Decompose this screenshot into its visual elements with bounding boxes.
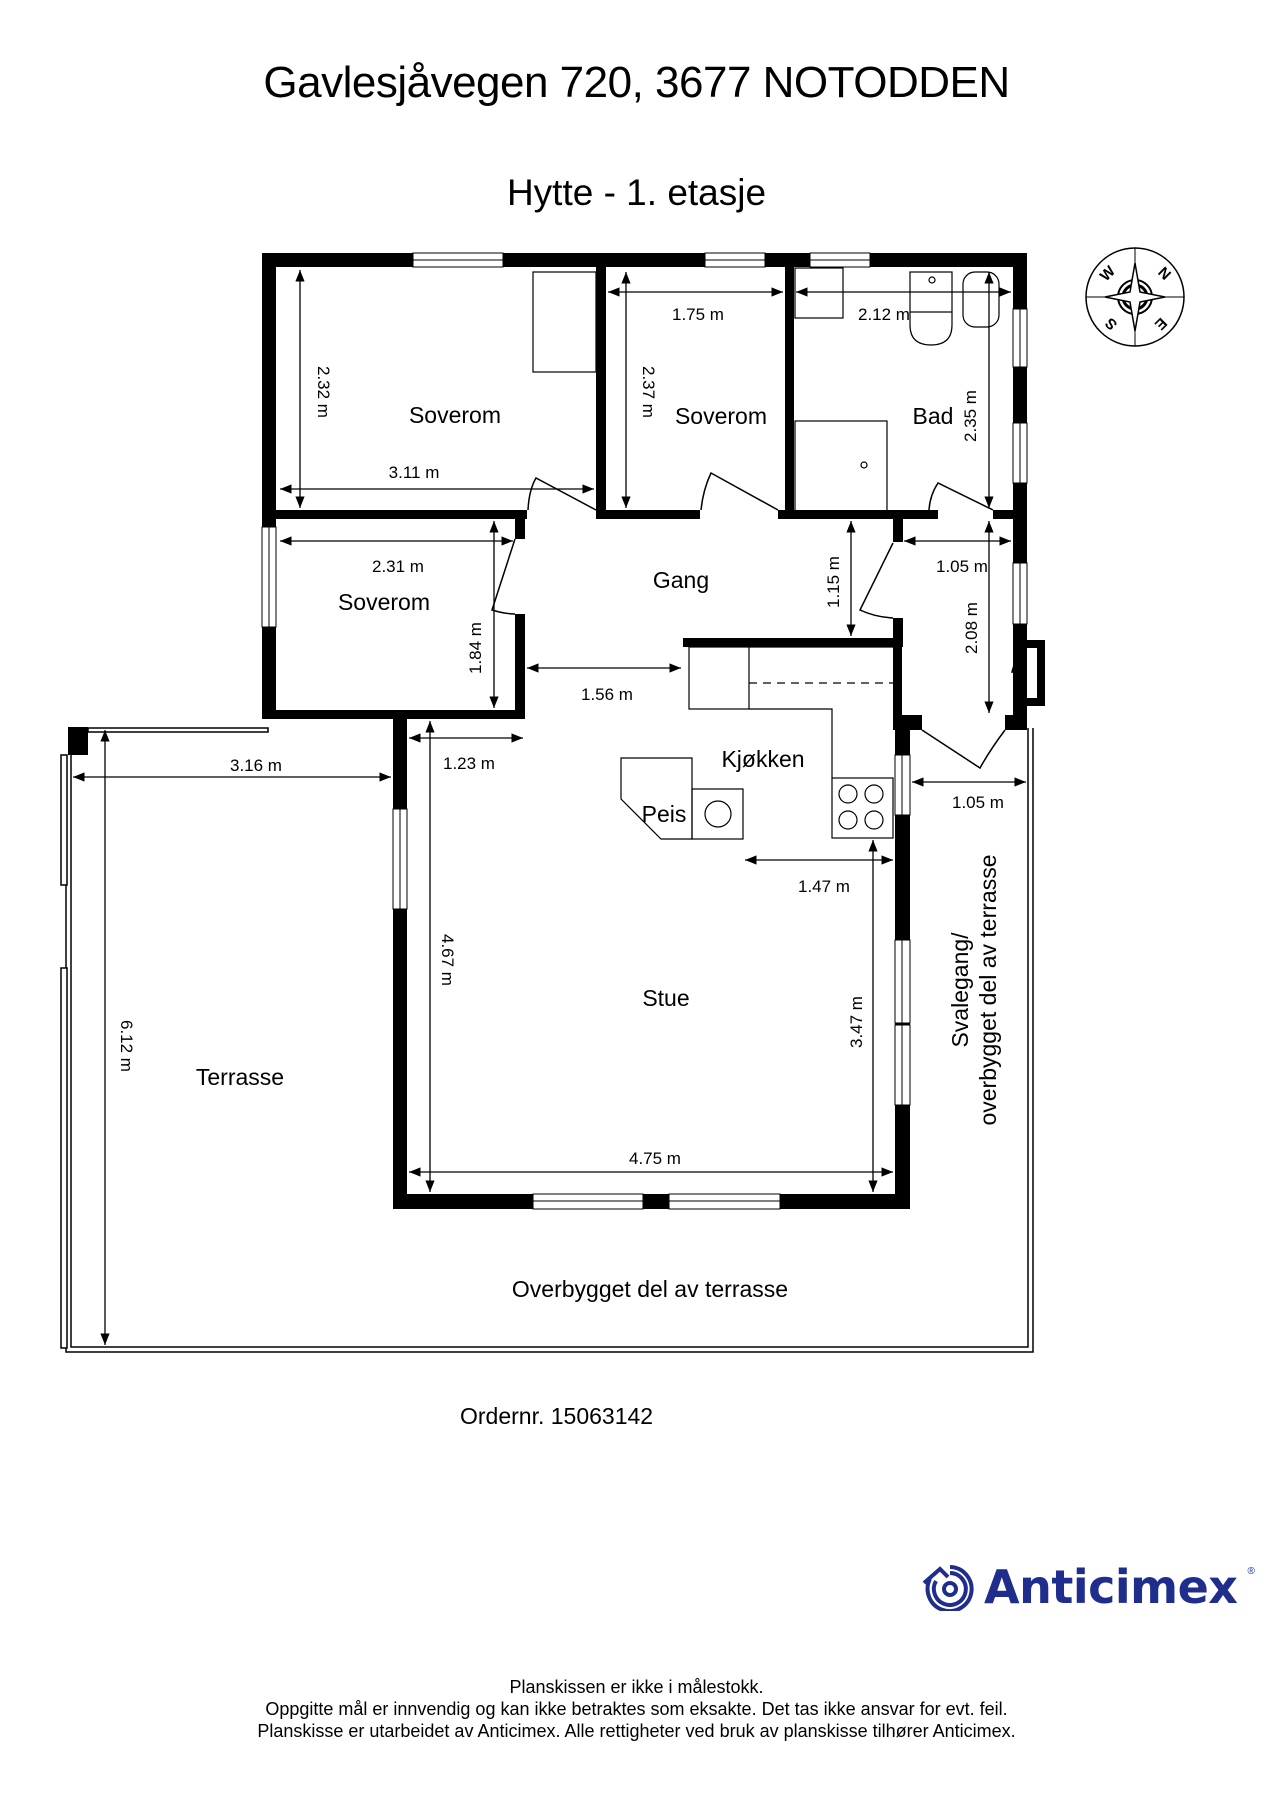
shower xyxy=(794,420,888,512)
disclaimer: Planskissen er ikke i målestokk. Oppgitt… xyxy=(0,1676,1273,1742)
dim-soverom3-depth: 1.84 m xyxy=(466,622,485,674)
dim-soverom1-depth: 2.32 m xyxy=(314,366,333,418)
disclaimer-line-2: Oppgitte mål er innvendig og kan ikke be… xyxy=(265,1699,1008,1719)
shower-corner xyxy=(794,267,844,319)
wardrobe xyxy=(532,271,597,373)
stove xyxy=(831,777,894,839)
room-label-svalegang-1: Svalegang/ xyxy=(947,932,973,1048)
property-address: Gavlesjåvegen 720, 3677 NOTODDEN xyxy=(263,58,1010,107)
disclaimer-line-3: Planskisse er utarbeidet av Anticimex. A… xyxy=(257,1721,1016,1741)
room-label-bad: Bad xyxy=(913,403,954,429)
terrace-post xyxy=(68,727,88,755)
dim-bad-width: 2.12 m xyxy=(858,305,910,324)
dim-kitchen-width: 1.47 m xyxy=(798,877,850,896)
dim-soverom3-width: 2.31 m xyxy=(372,557,424,576)
room-label-soverom-2: Soverom xyxy=(675,403,767,429)
dim-svalegang-width: 1.05 m xyxy=(952,793,1004,812)
floor-title: Hytte - 1. etasje xyxy=(506,172,767,213)
dim-stue-width-top: 1.23 m xyxy=(443,754,495,773)
room-label-soverom-1: Soverom xyxy=(409,402,501,428)
dim-terrasse-depth: 6.12 m xyxy=(117,1020,136,1072)
brand-name: Anticimex xyxy=(984,1560,1238,1614)
doors xyxy=(491,471,1021,770)
room-label-terrasse: Terrasse xyxy=(196,1064,284,1090)
compass-rose-icon: W N E S xyxy=(1085,247,1185,347)
anticimex-logo-icon xyxy=(922,1565,974,1611)
dim-soverom1-width: 3.11 m xyxy=(389,463,440,482)
registered-mark: ® xyxy=(1247,1565,1255,1577)
dim-soverom2-width: 1.75 m xyxy=(672,305,724,324)
terrace-outline xyxy=(60,727,1034,1353)
disclaimer-line-1: Planskissen er ikke i målestokk. xyxy=(509,1677,764,1697)
fireplace xyxy=(620,757,693,840)
dim-entry-width: 1.05 m xyxy=(936,557,988,576)
dim-bad-depth: 2.35 m xyxy=(961,390,980,442)
toilet xyxy=(962,271,1000,328)
room-label-stue: Stue xyxy=(642,985,689,1011)
dim-gang-depth: 1.15 m xyxy=(824,556,843,608)
dim-stue-depth: 4.67 m xyxy=(438,934,457,986)
room-label-svalegang-2: overbygget del av terrasse xyxy=(975,854,1001,1125)
room-label-covered-terrace: Overbygget del av terrasse xyxy=(512,1276,788,1302)
windows xyxy=(261,252,1028,1210)
dim-terrasse-width: 3.16 m xyxy=(230,756,282,775)
dim-stue-depth-right: 3.47 m xyxy=(847,996,866,1048)
fixtures xyxy=(532,267,1000,840)
anticimex-logo: Anticimex ® xyxy=(922,1560,1255,1614)
room-label-gang: Gang xyxy=(653,567,709,593)
dim-gang-width: 1.56 m xyxy=(581,685,633,704)
dim-entry-depth: 2.08 m xyxy=(962,602,981,654)
dim-stue-width: 4.75 m xyxy=(629,1149,681,1168)
room-label-soverom-3: Soverom xyxy=(338,589,430,615)
order-number: Ordernr. 15063142 xyxy=(460,1403,654,1429)
room-label-peis: Peis xyxy=(642,801,687,827)
dimension-lines xyxy=(73,270,1026,1345)
room-label-kjokken: Kjøkken xyxy=(721,746,804,772)
dim-soverom2-depth: 2.37 m xyxy=(639,366,658,418)
